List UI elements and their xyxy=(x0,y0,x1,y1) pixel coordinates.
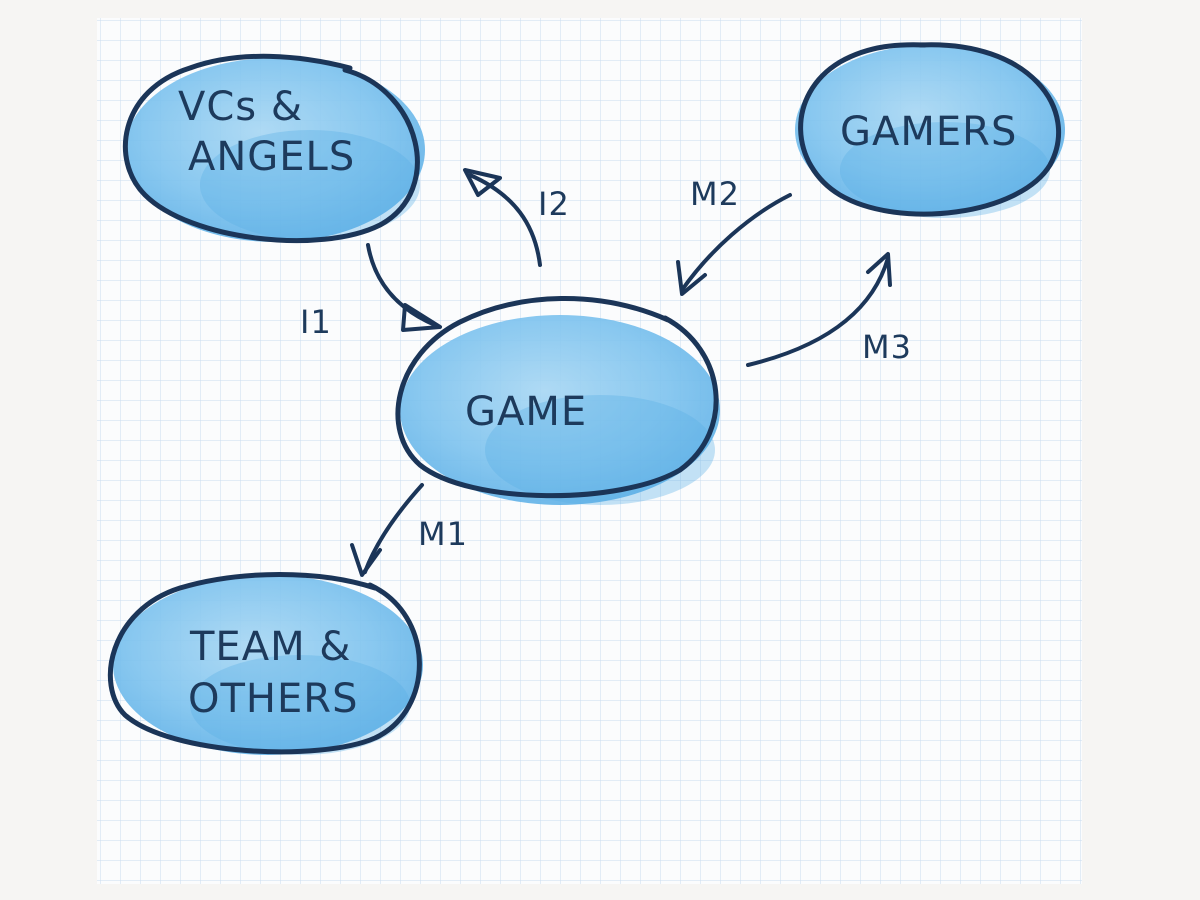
node-gamers-blob-shade xyxy=(840,122,1050,218)
edge-i1-line xyxy=(366,243,437,327)
edge-m3-line xyxy=(746,256,890,367)
edge-i2-line xyxy=(468,173,542,267)
node-team-label-line1: TEAM & xyxy=(189,624,352,670)
edge-m3-label: M3 xyxy=(862,328,912,366)
node-vcs-label-line1: VCs & xyxy=(178,84,303,130)
node-vcs-outline xyxy=(122,53,420,244)
edge-i1-arrowhead xyxy=(401,303,442,332)
node-vcs-angels: VCs & ANGELS xyxy=(122,53,425,244)
edge-i2-arrowhead xyxy=(463,168,502,197)
node-team-label-line2: OTHERS xyxy=(188,676,358,722)
node-team-others: TEAM & OTHERS xyxy=(108,572,423,755)
edge-i2: I2 xyxy=(463,168,570,267)
edge-m2-arrowhead xyxy=(676,260,707,296)
node-team-outline xyxy=(108,572,422,755)
node-gamers-outline xyxy=(798,42,1062,217)
node-game-blob xyxy=(400,315,720,505)
edge-m2: M2 xyxy=(676,175,792,296)
edge-m1: M1 xyxy=(350,483,468,577)
node-vcs-blob-shade xyxy=(200,130,420,240)
node-gamers-blob xyxy=(795,45,1065,215)
edge-i1-label: I1 xyxy=(300,303,332,341)
edge-m2-label: M2 xyxy=(690,175,740,213)
node-team-blob xyxy=(113,575,423,755)
node-vcs-blob xyxy=(125,58,425,242)
edge-m2-line xyxy=(680,193,792,292)
node-gamers-label: GAMERS xyxy=(840,109,1017,155)
node-game-label: GAME xyxy=(465,389,587,435)
node-team-blob-shade xyxy=(190,655,410,755)
edge-i2-label: I2 xyxy=(538,185,570,223)
edge-m3: M3 xyxy=(746,252,912,367)
node-game: GAME xyxy=(395,296,720,505)
node-game-blob-shade xyxy=(485,395,715,505)
edge-i1: I1 xyxy=(300,243,442,341)
edge-m1-arrowhead xyxy=(350,543,382,577)
node-game-outline xyxy=(395,296,719,499)
edge-m3-arrowhead xyxy=(866,252,892,287)
node-vcs-label-line2: ANGELS xyxy=(188,134,355,180)
node-gamers: GAMERS xyxy=(795,42,1065,218)
edge-m1-label: M1 xyxy=(418,515,468,553)
